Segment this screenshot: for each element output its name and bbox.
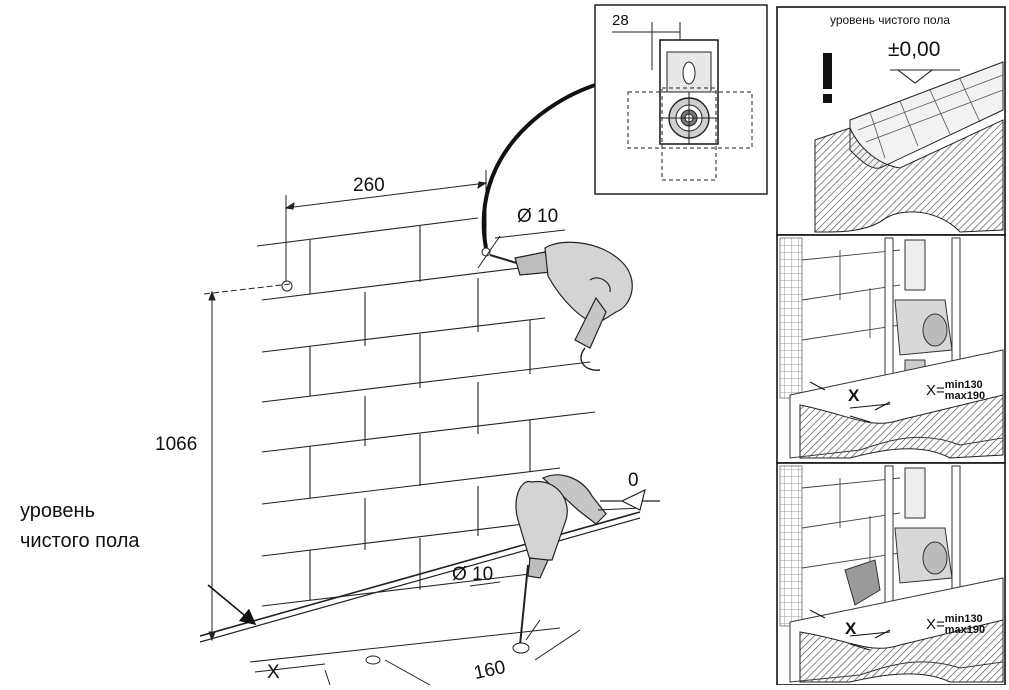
panel-install-2 xyxy=(776,462,1006,686)
panel-floor-level xyxy=(776,6,1006,236)
zero-mark xyxy=(600,488,660,511)
drill-bottom xyxy=(515,474,641,646)
install-2-x-label: X xyxy=(845,619,857,638)
dimension-260 xyxy=(281,170,491,292)
leader-hole-top xyxy=(477,229,566,269)
dimension-1066 xyxy=(203,283,291,642)
detail-dimension-label: 28 xyxy=(612,12,629,29)
dimension-x-label: X xyxy=(267,662,280,683)
dimension-height-label: 1066 xyxy=(155,434,198,455)
floor-panel-label: уровень чистого пола xyxy=(829,13,951,27)
zero-mark-label: 0 xyxy=(628,470,639,491)
dimension-bottom xyxy=(249,581,581,686)
panel-install-1 xyxy=(776,234,1006,464)
hole-diameter-top-label: Ø 10 xyxy=(517,206,559,227)
hole-diameter-bottom-label: Ø 10 xyxy=(452,564,494,585)
floor-label-arrow xyxy=(207,584,257,626)
floor-label-line1: уровень xyxy=(20,500,96,522)
detail-box xyxy=(594,4,768,195)
floor-level-value: ±0,00 xyxy=(888,38,941,61)
dimension-width-label: 260 xyxy=(353,175,385,196)
floor-label-line2: чистого пола xyxy=(20,530,140,552)
brick-wall xyxy=(199,217,641,643)
drill-top xyxy=(489,241,633,371)
install-1-x-label: X xyxy=(848,386,860,405)
